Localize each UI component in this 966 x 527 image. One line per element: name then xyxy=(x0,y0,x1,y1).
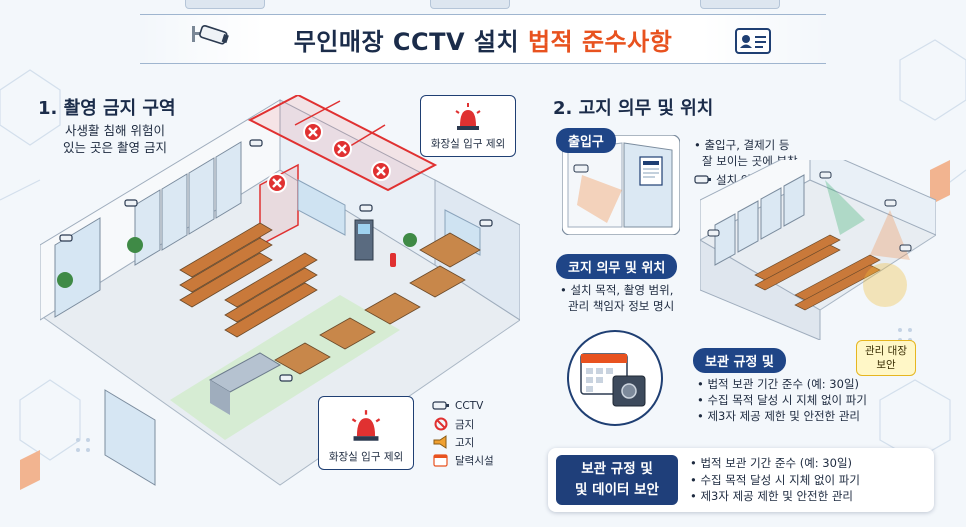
cctv-icon xyxy=(432,401,449,410)
cctv-icon xyxy=(59,139,493,382)
manager-ledger-label: 관리 대장 보안 xyxy=(856,340,916,376)
data-security-label: 보관 규정 및 및 데이터 보안 xyxy=(556,455,678,505)
siren-icon xyxy=(455,103,481,130)
notice-notes-cont: 관리 책임자 정보 명시 xyxy=(568,299,675,313)
legend: CCTV 금지 고지 달력시설 xyxy=(432,398,510,470)
section2-heading: 2. 고지 의무 및 위치 xyxy=(553,98,714,119)
title-banner: 무인매장 CCTV 설치 법적 준수사항 xyxy=(140,14,826,64)
entrance-door xyxy=(54,217,156,486)
ceiling-lamp xyxy=(430,0,510,9)
store-floorplan-illustration xyxy=(40,95,520,486)
cctv-camera-icon xyxy=(192,24,229,45)
notice-notes: 설치 목적, 촬영 범위, xyxy=(560,282,673,298)
restroom-callout-top: 화장실 입구 제외 xyxy=(420,95,516,157)
product-shelf xyxy=(179,222,318,338)
cctv-icon xyxy=(694,175,711,184)
legend-item: 금지 xyxy=(432,416,510,432)
small-store-illustration xyxy=(700,160,936,340)
back-window xyxy=(297,179,346,236)
side-window xyxy=(444,209,481,256)
cafe-table xyxy=(274,232,481,375)
legend-item: CCTV xyxy=(432,398,510,414)
data-security-notes: 법적 보관 기간 준수 (예: 30일) 수집 목적 달성 시 지체 없이 파기… xyxy=(690,455,859,505)
restroom-callout-top-label: 화장실 입구 제외 xyxy=(430,138,506,150)
camera-view-cone xyxy=(825,180,865,235)
legend-item: 달력시설 xyxy=(432,452,510,468)
camera-view-cone xyxy=(577,175,622,223)
section1-heading: 1. 촬영 금지 구역 xyxy=(38,98,176,119)
data-security-box: 보관 규정 및 및 데이터 보안 법적 보관 기간 준수 (예: 30일) 수집… xyxy=(548,448,934,512)
storage-calendar-safe-icon xyxy=(567,330,663,426)
page-title: 무인매장 CCTV 설치 법적 준수사항 xyxy=(293,27,673,56)
ceiling-lamp xyxy=(700,0,780,9)
ceiling-lamp xyxy=(185,0,265,9)
legend-item: 고지 xyxy=(432,434,510,450)
manager-zone xyxy=(863,263,907,307)
entrance-notes: 출입구, 결제기 등 xyxy=(694,137,789,153)
storage-tag: 보관 규정 및 xyxy=(693,348,786,373)
cctv-icon xyxy=(573,164,589,173)
potted-plant xyxy=(57,233,417,288)
megaphone-icon xyxy=(433,435,447,449)
prohibited-icon xyxy=(434,417,448,431)
fire-extinguisher xyxy=(390,253,396,267)
restroom-callout-bottom: 화장실 입구 제외 xyxy=(318,396,414,470)
id-card-icon xyxy=(735,28,771,54)
restroom-callout-bottom-label: 화장실 입구 제외 xyxy=(328,451,404,463)
entrance-illustration xyxy=(562,135,680,235)
section1-description: 사생활 침해 위험이 있는 곳은 촬영 금지 xyxy=(63,123,167,155)
notice-duty-tag: 코지 의무 및 위치 xyxy=(556,254,678,279)
product-shelf xyxy=(754,234,881,311)
storage-notes: 법적 보관 기간 준수 (예: 30일) 수집 목적 달성 시 지체 없이 파기… xyxy=(697,376,866,424)
entrance-tag: 출입구 xyxy=(556,128,616,153)
calendar-icon xyxy=(433,454,448,467)
siren-icon xyxy=(351,410,381,441)
cctv-icon xyxy=(707,171,912,252)
